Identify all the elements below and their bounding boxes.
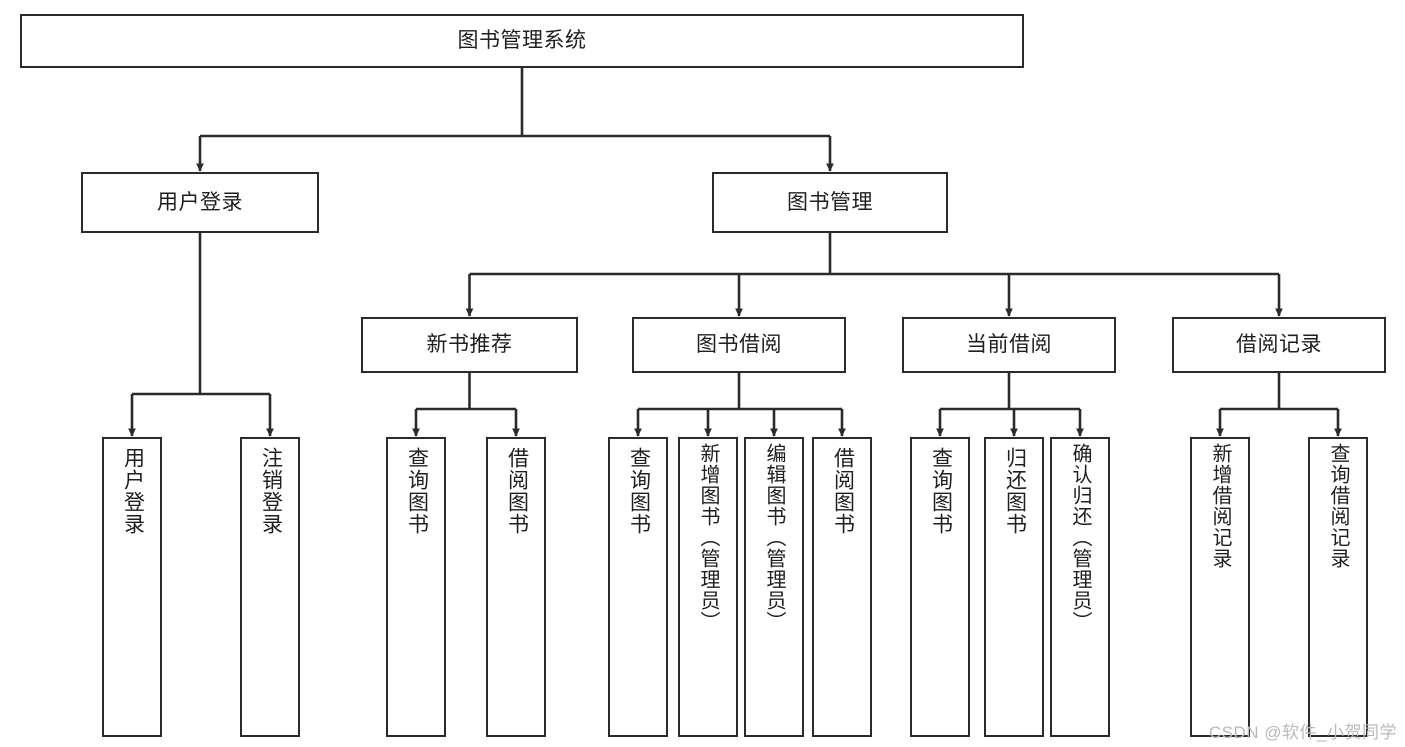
node-label: 借阅图书 (505, 447, 529, 535)
node-leaf-return[interactable]: 归还图书 (984, 437, 1044, 737)
node-leaf-edit-book[interactable]: 编辑图书（管理员） (744, 437, 804, 737)
node-label: 图书管理 (787, 190, 873, 214)
node-leaf-borrow-2[interactable]: 借阅图书 (812, 437, 872, 737)
node-leaf-user-login[interactable]: 用户登录 (102, 437, 162, 737)
node-current-borrow[interactable]: 当前借阅 (902, 317, 1116, 373)
node-label: 查询图书 (627, 447, 651, 535)
node-leaf-q-book-1[interactable]: 查询图书 (386, 437, 446, 737)
node-leaf-borrow-1[interactable]: 借阅图书 (486, 437, 546, 737)
node-leaf-add-rec[interactable]: 新增借阅记录 (1190, 437, 1250, 737)
node-label: 借阅记录 (1236, 333, 1322, 357)
node-label: 新增借阅记录 (1209, 443, 1231, 569)
node-label: 用户登录 (157, 190, 243, 214)
node-label: 注销登录 (259, 447, 283, 535)
node-label: 借阅图书 (831, 447, 855, 535)
node-label: 用户登录 (121, 447, 145, 535)
node-leaf-logout[interactable]: 注销登录 (240, 437, 300, 737)
node-root[interactable]: 图书管理系统 (20, 14, 1024, 68)
node-label: 查询图书 (405, 447, 429, 535)
node-label: 归还图书 (1003, 447, 1027, 535)
node-new-book-rec[interactable]: 新书推荐 (361, 317, 578, 373)
node-label: 查询图书 (929, 447, 953, 535)
node-label: 当前借阅 (966, 333, 1052, 357)
node-leaf-q-book-3[interactable]: 查询图书 (910, 437, 970, 737)
node-label: 图书借阅 (696, 333, 782, 357)
node-label: 图书管理系统 (457, 29, 587, 53)
node-label: 查询借阅记录 (1327, 443, 1349, 569)
node-leaf-query-rec[interactable]: 查询借阅记录 (1308, 437, 1368, 737)
node-label: 新书推荐 (426, 333, 513, 357)
node-label: 确认归还（管理员） (1069, 443, 1091, 632)
node-leaf-q-book-2[interactable]: 查询图书 (608, 437, 668, 737)
node-label: 新增图书（管理员） (697, 443, 719, 632)
watermark-label: CSDN @软件_小贺同学 (1208, 723, 1397, 742)
node-leaf-add-book[interactable]: 新增图书（管理员） (678, 437, 738, 737)
node-borrow-record[interactable]: 借阅记录 (1172, 317, 1386, 373)
node-book-manage[interactable]: 图书管理 (712, 172, 948, 233)
node-label: 编辑图书（管理员） (763, 443, 785, 632)
node-leaf-conf-ret[interactable]: 确认归还（管理员） (1050, 437, 1110, 737)
node-user-login[interactable]: 用户登录 (81, 172, 319, 233)
node-book-borrow[interactable]: 图书借阅 (632, 317, 846, 373)
